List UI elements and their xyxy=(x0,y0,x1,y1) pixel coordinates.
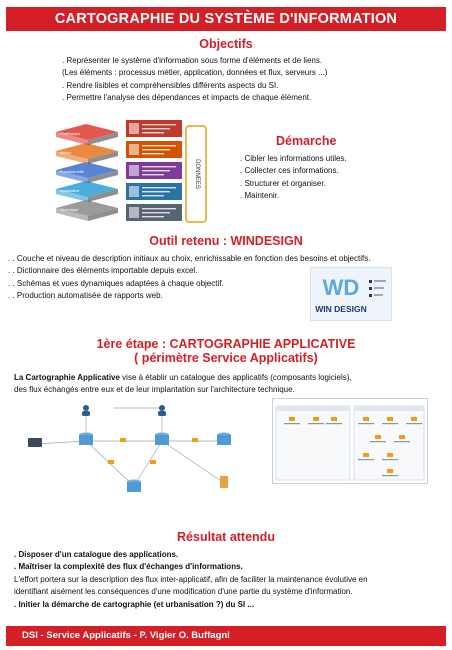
donnees-label: DONNEES xyxy=(194,159,200,189)
flow-marker xyxy=(120,438,126,442)
footer-text: DSI - Service Applicatifs - P. Vigier O.… xyxy=(22,630,230,641)
resultat-bold-line: . Disposer d'un catalogue des applicatio… xyxy=(14,550,179,559)
stack-layer-label: Stratégique xyxy=(60,131,81,136)
stack-info-box-2 xyxy=(126,141,182,158)
resultat-para-line: identifiant aisément les conséquences d'… xyxy=(14,587,353,597)
stack-layer-1: Stratégique xyxy=(56,124,118,145)
objectifs-heading: Objectifs xyxy=(199,37,253,51)
etape1-subtitle: ( périmètre Service Applicatifs) xyxy=(134,351,318,365)
application-flow-diagram xyxy=(28,405,231,492)
demarche-heading: Démarche xyxy=(276,134,337,148)
etape1-intro: La Cartographie Applicative vise à établ… xyxy=(14,372,352,397)
resultat-body: . Disposer d'un catalogue des applicatio… xyxy=(14,549,368,611)
stack-layer-3: Fonctionnelle xyxy=(56,162,118,183)
outil-list: . . Couche et niveau de description init… xyxy=(8,253,370,303)
catalog-item xyxy=(382,453,398,461)
etape1-intro-line: La Cartographie Applicative vise à établ… xyxy=(14,372,352,384)
stack-layer-label: Fonctionnelle xyxy=(60,169,85,174)
etape1-intro-rest: vise à établir un catalogue des applicat… xyxy=(119,373,352,382)
layer-stack-illustration: Technique Applicative Fonctionnelle Métier S… xyxy=(56,120,207,223)
windesign-logo-mark: WD xyxy=(323,275,360,300)
stack-info-box-1 xyxy=(126,120,182,137)
stack-info-box-3 xyxy=(126,162,182,179)
windesign-logo-brand: WIN DESIGN xyxy=(315,304,366,314)
server-icon xyxy=(220,476,228,488)
diagram-nodes xyxy=(28,405,231,492)
etape1-heading: 1ère étape : CARTOGRAPHIE APPLICATIVE ( … xyxy=(0,337,452,365)
stack-layer-label: Technique xyxy=(60,207,79,212)
stack-info-box-5 xyxy=(126,204,182,221)
flow-marker xyxy=(192,438,198,442)
objectifs-list: . Représenter le système d'information s… xyxy=(62,55,327,105)
node-database xyxy=(79,435,93,445)
resultat-last-line: . Initier la démarche de cartographie (e… xyxy=(14,599,255,609)
resultat-para-line: L'effort portera sur la description des … xyxy=(14,574,368,584)
objectifs-line: . Permettre l'analyse des dépendances et… xyxy=(62,93,312,103)
demarche-line: . Cibler les informations utiles. xyxy=(240,154,347,163)
resultat-heading: Résultat attendu xyxy=(177,530,275,544)
node-workstation xyxy=(28,438,42,447)
demarche-line: . Collecter ces informations. xyxy=(240,166,339,176)
outil-line: . . Schémas et vues dynamiques adaptées … xyxy=(8,278,224,288)
application-catalog-diagram xyxy=(272,398,428,484)
flow-marker xyxy=(108,460,114,464)
etape1-title: 1ère étape : CARTOGRAPHIE APPLICATIVE xyxy=(96,337,356,351)
node-database xyxy=(127,482,141,492)
windesign-logo: WD WIN DESIGN xyxy=(310,267,392,321)
stack-layer-5: Technique xyxy=(56,200,118,221)
outil-heading: Outil retenu : WINDESIGN xyxy=(149,234,303,248)
demarche-list: . Cibler les informations utiles. . Coll… xyxy=(240,153,347,203)
stack-info-box-4 xyxy=(126,183,182,200)
catalog-item xyxy=(358,453,374,461)
catalog-item xyxy=(358,417,374,425)
node-database xyxy=(217,435,231,445)
user-icon xyxy=(82,411,90,416)
demarche-line: . Structurer et organiser. xyxy=(240,178,326,188)
diagram-links xyxy=(35,407,225,487)
outil-line: . . Couche et niveau de description init… xyxy=(8,254,371,263)
footer-banner: DSI - Service Applicatifs - P. Vigier O.… xyxy=(6,626,446,646)
catalog-item xyxy=(406,417,422,425)
outil-line: . . Production automatisée de rapports w… xyxy=(8,291,163,301)
catalog-item xyxy=(284,417,300,425)
node-database xyxy=(155,435,169,445)
catalog-panel-header xyxy=(354,406,424,411)
objectifs-line: . Rendre lisibles et compréhensibles dif… xyxy=(62,80,279,90)
user-icon xyxy=(158,411,166,416)
catalog-item xyxy=(326,417,342,425)
stack-layer-label: Applicative xyxy=(60,188,80,193)
page-title-banner: CARTOGRAPHIE DU SYSTÈME D'INFORMATION xyxy=(6,7,446,31)
objectifs-line: . Représenter le système d'information s… xyxy=(62,56,323,65)
donnees-frame xyxy=(185,125,207,223)
demarche-line: . Maintenir. xyxy=(240,191,280,201)
user-icon xyxy=(83,405,89,411)
catalog-item xyxy=(394,435,410,443)
catalog-panel-header xyxy=(276,406,350,411)
catalog-item xyxy=(370,435,386,443)
objectifs-line: (Les éléments : processus métier, applic… xyxy=(62,68,328,78)
outil-line: . . Dictionnaire des éléments importable… xyxy=(8,266,198,276)
catalog-item xyxy=(308,417,324,425)
catalog-item xyxy=(382,469,398,477)
etape1-intro-line: des flux échangés entre eux et de leur i… xyxy=(14,385,295,395)
user-icon xyxy=(159,405,165,411)
stack-layer-2: Métier xyxy=(56,143,118,164)
resultat-bold-line: . Maîtriser la complexité des flux d'éch… xyxy=(14,562,243,572)
stack-layer-label: Métier xyxy=(60,150,72,155)
etape1-intro-bold: La Cartographie Applicative xyxy=(14,373,120,382)
flow-marker xyxy=(150,460,156,464)
catalog-item xyxy=(382,417,398,425)
page-title: CARTOGRAPHIE DU SYSTÈME D'INFORMATION xyxy=(54,11,398,27)
stack-layer-4: Applicative xyxy=(56,181,118,202)
